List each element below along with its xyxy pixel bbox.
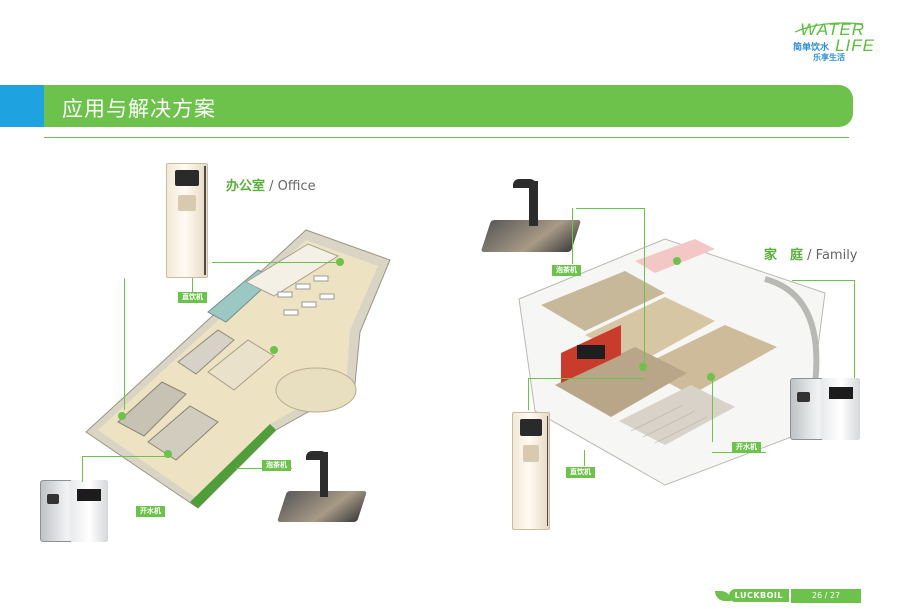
family-boiler-image	[790, 378, 860, 440]
office-dispenser-image	[166, 163, 208, 278]
family-dispenser-connector-v2	[584, 450, 585, 466]
family-label-en: / Family	[807, 248, 858, 263]
logo-word-life: LIFE	[835, 36, 875, 55]
office-label-en: / Office	[269, 179, 316, 194]
logo-word-water: WATER	[800, 20, 865, 39]
family-boiler-connector-v2	[712, 380, 713, 442]
family-floor-plan	[518, 238, 826, 486]
family-dispenser-image	[512, 412, 550, 530]
office-tea-machine-image	[276, 448, 368, 522]
leaf-icon	[715, 591, 731, 601]
family-dispenser-connector-h	[528, 378, 644, 379]
office-boiler-image	[40, 480, 108, 542]
office-boiler-connector-h	[82, 456, 168, 457]
office-tag-dispenser: 直饮机	[178, 292, 207, 303]
family-boiler-connector-h	[792, 280, 854, 281]
page-title: 应用与解决方案	[62, 97, 216, 121]
family-label-cn: 家 庭	[764, 248, 804, 263]
office-dispenser-connector	[212, 262, 340, 263]
title-bar: 应用与解决方案	[0, 85, 853, 127]
brand-logo: WATER LIFE 简单饮水 乐享生活	[793, 18, 883, 64]
office-dispenser-connector-v	[192, 278, 193, 292]
family-tea-connector-v	[644, 208, 645, 368]
office-boiler-connector-v2	[124, 278, 125, 410]
office-tag-boiler: 开水机	[136, 506, 165, 517]
family-label: 家 庭 / Family	[764, 244, 858, 263]
title-bar-blue-block	[0, 85, 44, 127]
family-tag-tea: 泡茶机	[552, 265, 581, 276]
logo-slogan-1: 简单饮水	[793, 43, 830, 53]
logo-slogan-2: 乐享生活	[813, 53, 845, 62]
family-tea-connector-h	[576, 208, 644, 209]
page-number: 26 / 27	[791, 589, 861, 603]
office-boiler-connector-v	[82, 456, 83, 482]
footer-brand: LUCKBOIL	[728, 589, 789, 602]
swoosh-icon	[794, 22, 864, 33]
family-boiler-connector-v	[854, 280, 855, 378]
title-bar-green-block	[44, 85, 853, 127]
title-divider	[44, 137, 849, 138]
family-tag-dispenser: 直饮机	[566, 467, 595, 478]
office-floor-plan	[85, 229, 391, 509]
office-label: 办公室 / Office	[226, 175, 316, 194]
family-tea-machine-image	[480, 176, 582, 252]
family-tea-connector-v2	[572, 208, 573, 264]
office-label-cn: 办公室	[226, 179, 266, 194]
family-dispenser-connector-v	[528, 378, 529, 410]
page-footer: LUCKBOIL 26 / 27	[701, 589, 861, 603]
family-tag-boiler: 开水机	[732, 442, 761, 453]
office-tag-tea: 泡茶机	[262, 460, 291, 471]
